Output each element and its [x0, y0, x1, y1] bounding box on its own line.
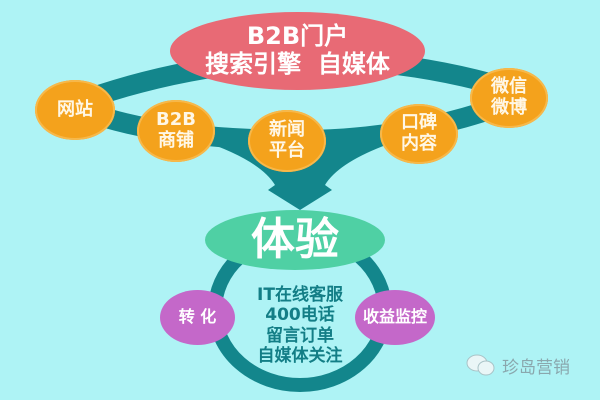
top-line-1: B2B门户	[246, 22, 349, 51]
wechat-icon	[466, 354, 495, 376]
watermark: 珍岛营销	[466, 352, 570, 378]
revenue-monitor-node: 收益监控	[355, 290, 435, 345]
conversion-node: 转 化	[160, 290, 235, 345]
node-reputation-content: 口碑 内容	[380, 104, 458, 164]
node-b2b-shop: B2B 商铺	[137, 100, 215, 162]
node-wechat-weibo: 微信 微博	[470, 68, 548, 128]
top-node: B2B门户 搜索引擎 自媒体	[170, 12, 425, 90]
node-news-platform: 新闻 平台	[248, 110, 326, 172]
experience-node: 体验	[205, 210, 385, 270]
watermark-text: 珍岛营销	[502, 357, 570, 378]
experience-items: IT在线客服 400电话 留言订单 自媒体关注	[257, 285, 343, 367]
top-line-2: 搜索引擎 自媒体	[205, 50, 390, 78]
node-website: 网站	[35, 80, 115, 140]
